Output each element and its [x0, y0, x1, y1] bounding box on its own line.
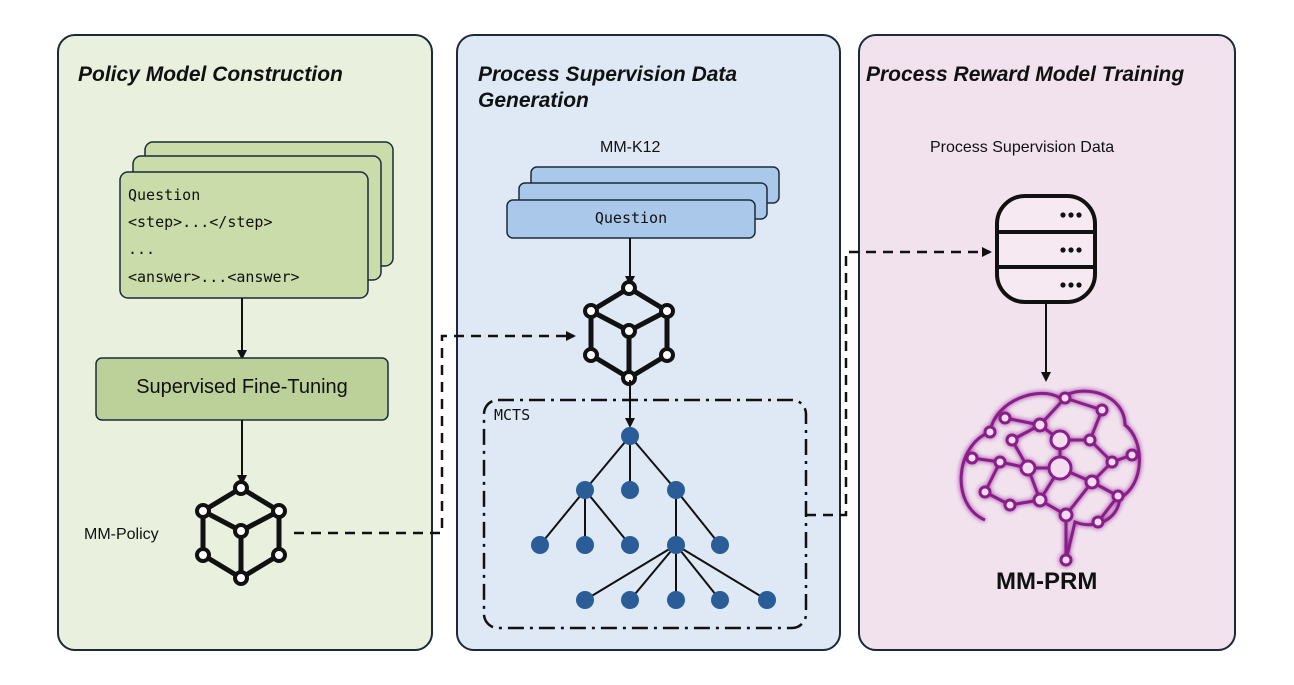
policy-card-answer: <answer>...<answer>: [128, 268, 300, 286]
process-data-label: Process Supervision Data: [930, 139, 1115, 156]
dashed-connector-mcts-to-database: [806, 247, 992, 517]
mcts-label: MCTS: [494, 406, 531, 424]
mm-policy-label: MM-Policy: [84, 526, 159, 543]
policy-model-cube-icon: [195, 480, 287, 586]
dashed-connector-policy-to-generator: [294, 331, 576, 535]
database-icon: [995, 194, 1097, 304]
mm-k12-question-label: Question: [594, 209, 668, 227]
brain-network-icon: [959, 389, 1141, 567]
mm-k12-label: MM-K12: [600, 139, 661, 156]
generator-cube-icon: [583, 280, 675, 386]
mm-k12-card-stack: [506, 166, 780, 239]
policy-card-stack: [119, 141, 394, 299]
policy-card-question: Question: [128, 186, 201, 204]
policy-construction-panel: [57, 34, 433, 651]
policy-card-step: <step>...</step>: [128, 213, 273, 231]
reward-panel-title: Process Reward Model Training: [866, 63, 1185, 86]
mm-prm-label: MM-PRM: [996, 568, 1098, 595]
mcts-tree-icon: [531, 427, 776, 609]
data-panel-title-line2: Generation: [478, 89, 589, 112]
policy-panel-title: Policy Model Construction: [78, 63, 343, 86]
policy-card-ellipsis: ...: [128, 240, 156, 258]
data-panel-title-line1: Process Supervision Data: [478, 63, 738, 86]
data-generation-panel: [456, 34, 841, 651]
sft-label: Supervised Fine-Tuning: [136, 376, 348, 398]
